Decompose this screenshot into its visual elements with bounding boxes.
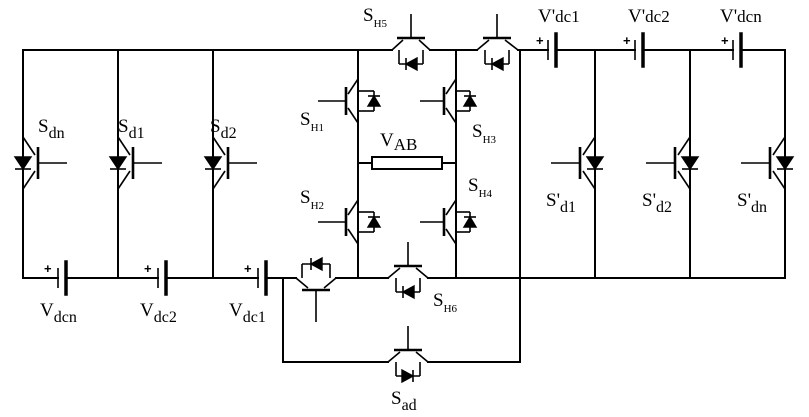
- plus-vpdc2: +: [623, 33, 631, 48]
- plus-vpdcn: +: [721, 33, 729, 48]
- label-sd1: Sd1: [118, 116, 145, 142]
- igbt-sd1: [108, 136, 162, 190]
- label-sh2: SH2: [300, 187, 324, 212]
- label-spd2: S'd2: [642, 190, 672, 216]
- igbt-sh3: [420, 78, 478, 124]
- battery-vdc1: [257, 260, 268, 296]
- igbt-sh4: [420, 199, 478, 245]
- label-sh5: SH5: [363, 5, 388, 30]
- label-sad: Sad: [391, 388, 417, 414]
- battery-vpdc2: [634, 32, 645, 68]
- label-vpdcn: V'dcn: [720, 6, 762, 27]
- igbt-spd1: [551, 136, 605, 190]
- igbt-spdn: [741, 136, 795, 190]
- igbt-sh6: [387, 242, 429, 300]
- igbt-top-right: [476, 14, 519, 72]
- igbt-bottom-left: [295, 256, 337, 322]
- igbt-sad: [387, 326, 429, 384]
- igbt-spd2: [646, 136, 700, 190]
- battery-vpdcn: [732, 32, 743, 68]
- plus-vdcn: +: [44, 261, 52, 276]
- load-resistor: [371, 156, 443, 170]
- label-vdc2: Vdc2: [140, 300, 177, 326]
- label-vpdc1: V'dc1: [538, 6, 580, 27]
- igbt-sd2: [203, 136, 257, 190]
- igbt-sh1: [318, 78, 382, 124]
- label-sd2: Sd2: [210, 116, 237, 142]
- label-spdn: S'dn: [737, 190, 767, 216]
- label-sh4: SH4: [468, 175, 493, 200]
- plus-vdc1: +: [244, 261, 252, 276]
- battery-vdc2: [157, 260, 168, 296]
- plus-vpdc1: +: [536, 33, 544, 48]
- label-spd1: S'd1: [546, 190, 576, 216]
- label-sh6: SH6: [433, 290, 458, 315]
- label-vab: VAB: [380, 130, 417, 154]
- label-sdn: Sdn: [38, 116, 65, 142]
- plus-vdc2: +: [144, 261, 152, 276]
- label-sh1: SH1: [300, 109, 324, 134]
- battery-vdcn: [57, 260, 68, 296]
- igbt-sdn: [13, 136, 67, 190]
- label-vdcn: Vdcn: [40, 300, 77, 326]
- battery-vpdc1: [547, 32, 558, 68]
- igbt-sh5: [391, 14, 431, 72]
- igbt-sh2: [318, 199, 382, 245]
- label-vdc1: Vdc1: [229, 300, 266, 326]
- label-sh3: SH3: [472, 121, 497, 146]
- label-vpdc2: V'dc2: [628, 6, 670, 27]
